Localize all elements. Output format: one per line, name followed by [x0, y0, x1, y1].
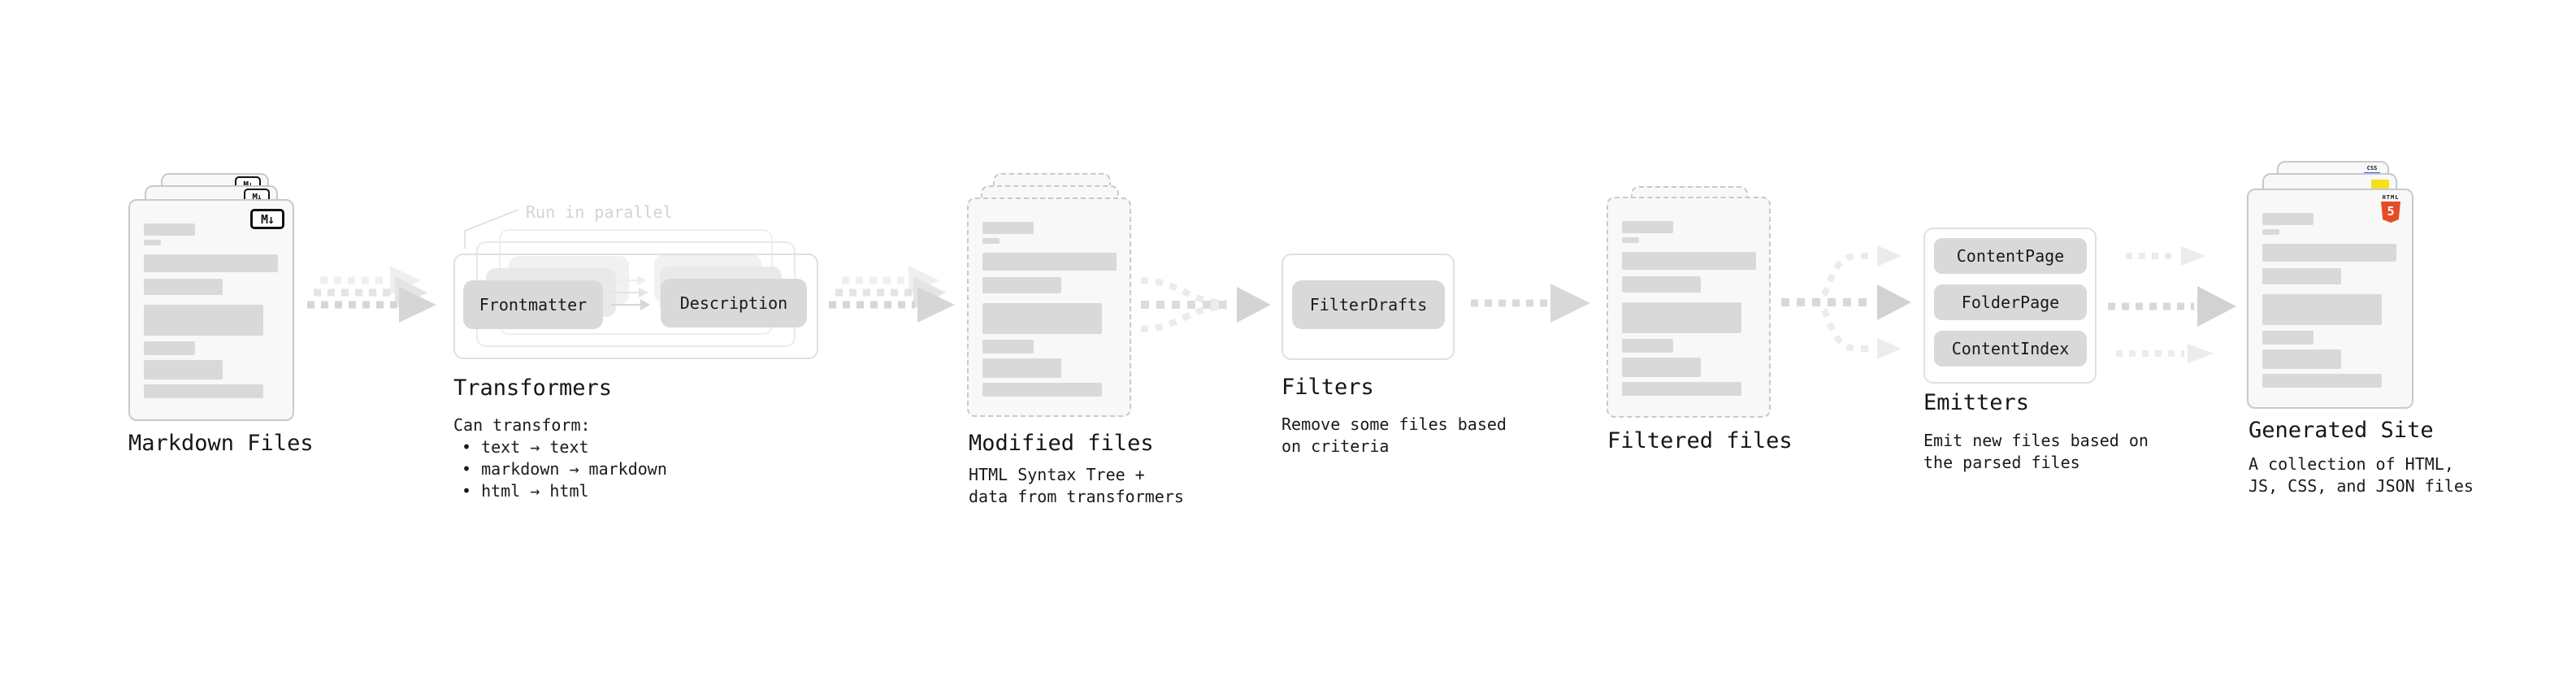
skeleton-bar — [982, 358, 1061, 378]
markdown-files-label: Markdown Files — [128, 431, 314, 456]
skeleton-bar — [2262, 213, 2314, 225]
skeleton-bar — [1622, 339, 1673, 353]
skeleton-bar — [1622, 252, 1756, 270]
description-pill: Description — [661, 279, 807, 327]
skeleton-bar — [982, 222, 1034, 234]
folderpage-pill: FolderPage — [1934, 284, 2087, 320]
dashed-arrow-icon — [1471, 284, 1590, 323]
emitters-heading: Emitters — [1923, 390, 2030, 415]
skeleton-bar — [982, 303, 1102, 334]
generated-site-label: Generated Site — [2249, 418, 2434, 443]
filtered-files-label: Filtered files — [1607, 428, 1793, 453]
skeleton-bar — [982, 383, 1102, 397]
document-skeleton — [144, 223, 278, 398]
skeleton-bar — [144, 240, 161, 245]
skeleton-bar — [144, 360, 223, 380]
transformers-heading: Transformers — [453, 375, 613, 401]
skeleton-bar — [2262, 374, 2382, 388]
triple-dashed-arrow-icon — [2108, 246, 2236, 363]
skeleton-bar — [2262, 331, 2314, 345]
skeleton-bar — [982, 238, 1000, 244]
markdown-icon: M↓ — [250, 209, 284, 229]
transformer-box — [453, 254, 818, 359]
filters-heading: Filters — [1281, 375, 1374, 400]
skeleton-bar — [144, 254, 278, 272]
document-skeleton — [982, 222, 1117, 397]
document-skeleton — [1622, 221, 1756, 396]
skeleton-bar — [144, 223, 195, 236]
filtered-file-card — [1607, 197, 1771, 418]
contentindex-pill: ContentIndex — [1934, 331, 2087, 367]
skeleton-bar — [144, 384, 263, 398]
skeleton-bar — [2262, 244, 2396, 262]
skeleton-bar — [144, 305, 263, 336]
skeleton-bar — [1622, 302, 1741, 333]
generated-file-card: HTML 5 — [2247, 189, 2413, 409]
skeleton-bar — [144, 341, 195, 355]
skeleton-bar — [2262, 294, 2382, 325]
skeleton-bar — [982, 253, 1117, 271]
skeleton-bar — [2262, 268, 2341, 284]
skeleton-bar — [2262, 349, 2341, 369]
frontmatter-pill: Frontmatter — [463, 280, 603, 329]
transformers-description: Can transform: • text → text • markdown … — [453, 414, 667, 502]
bullet-item: • html → html — [462, 481, 589, 501]
javascript-icon — [2371, 180, 2389, 189]
skeleton-bar — [982, 277, 1061, 293]
filters-description: Remove some files based on criteria — [1281, 414, 1507, 456]
fan-out-arrow-icon — [1781, 245, 1911, 359]
bullet-item: • markdown → markdown — [462, 459, 667, 479]
run-in-parallel-note: Run in parallel — [526, 202, 673, 222]
skeleton-bar — [1622, 276, 1701, 293]
contentpage-pill: ContentPage — [1934, 238, 2087, 274]
document-skeleton — [2262, 213, 2396, 388]
body-title: Can transform: — [453, 415, 591, 435]
skeleton-bar — [2262, 229, 2279, 235]
generated-site-description: A collection of HTML, JS, CSS, and JSON … — [2249, 454, 2474, 496]
fan-in-arrow-icon — [1140, 277, 1271, 332]
bullet-item: • text → text — [462, 437, 589, 457]
skeleton-bar — [1622, 358, 1701, 377]
modified-files-description: HTML Syntax Tree + data from transformer… — [969, 465, 1184, 506]
dashed-arrow-stack-icon — [829, 266, 955, 323]
modified-file-card — [967, 197, 1131, 417]
html5-icon: HTML 5 — [2380, 194, 2401, 223]
emitters-description: Emit new files based on the parsed files — [1923, 431, 2149, 472]
markdown-file-card: M↓ — [128, 199, 294, 421]
modified-files-label: Modified files — [969, 431, 1154, 456]
skeleton-bar — [1622, 237, 1639, 243]
dashed-arrow-stack-icon — [307, 266, 436, 323]
filterdrafts-pill: FilterDrafts — [1292, 280, 1445, 329]
parallel-arrows-icon — [611, 275, 650, 310]
skeleton-bar — [144, 279, 223, 295]
skeleton-bar — [982, 340, 1034, 354]
skeleton-bar — [1622, 221, 1673, 233]
skeleton-bar — [1622, 382, 1741, 396]
callout-line — [464, 209, 519, 249]
